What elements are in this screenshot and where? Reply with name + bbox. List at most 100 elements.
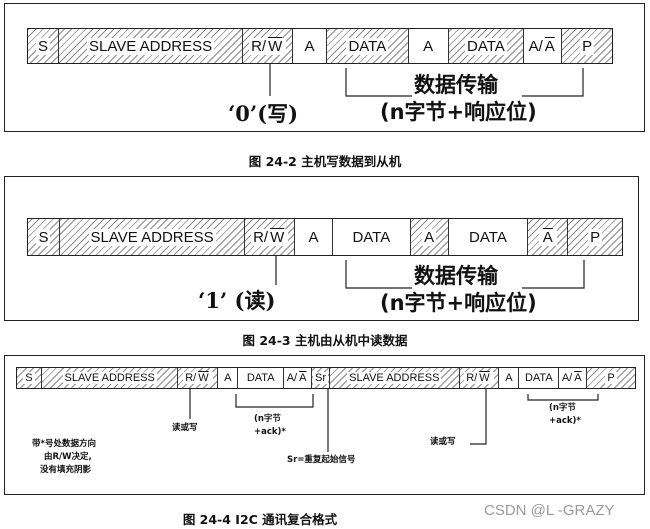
rw-zero-note: ‘0’(写) (228, 101, 299, 126)
bracket-note-left-1: (n字节 (254, 414, 281, 424)
field-label: R/W (251, 228, 289, 246)
field-p-13: P (587, 368, 635, 388)
field-s-1: S (17, 368, 42, 388)
field-slave-address-8: SLAVE ADDRESS (329, 368, 460, 388)
field-label: A/A (561, 372, 582, 384)
field-data-5: DATA (333, 219, 411, 255)
field-label: S (23, 372, 35, 384)
field-data-7: DATA (448, 29, 525, 63)
field-label: A (423, 37, 434, 55)
data-transfer-sub-2: (n字节+响应位) (380, 291, 537, 315)
data-transfer-label-1: 数据传输 (414, 73, 498, 97)
field-label: S (35, 37, 50, 55)
overline-text: W (268, 228, 287, 246)
caption-fig-24-2: 图 24-2 主机写数据到从机 (248, 154, 402, 169)
field-a-8: A (528, 219, 569, 255)
field-label: DATA (469, 228, 507, 246)
data-bracket-2-right (522, 260, 585, 289)
field-label: DATA (246, 372, 275, 384)
field-label: DATA (352, 228, 391, 246)
field-label: SLAVE ADDRESS (88, 228, 216, 246)
field-label: SLAVE ADDRESS (87, 37, 215, 55)
data-bracket-1-right (522, 68, 584, 97)
field-data-5: DATA (238, 368, 285, 388)
footnote-line-1: 带*号处数据方向 (32, 439, 96, 449)
field-slave-address-2: SLAVE ADDRESS (58, 29, 244, 63)
data-bracket-2 (345, 260, 412, 289)
field-label: P (588, 228, 603, 246)
field-data-11: DATA (519, 368, 560, 388)
field-label: A (422, 228, 437, 246)
field-a-4: A (218, 368, 239, 388)
field-label: DATA (346, 37, 389, 55)
rw-pointer-3b (470, 389, 487, 445)
overline-text: W (266, 37, 285, 55)
field-label: A (308, 228, 319, 246)
frame-strip-write: S SLAVE ADDRESS R/W A DATA A DATA A/A P (27, 28, 613, 64)
bracket-note-right-1: (n字节 (549, 403, 576, 413)
field-p-9: P (562, 29, 612, 63)
field-label: DATA (465, 37, 507, 55)
data-transfer-label-2: 数据传输 (414, 264, 498, 288)
field-a-a-8: A/A (524, 29, 563, 63)
footnote-line-3: 没有填充阴影 (40, 465, 92, 475)
field-a-6: A (410, 219, 449, 255)
overline-text: A (540, 228, 555, 246)
rw-one-note: ‘1’ (读) (198, 288, 276, 313)
overline-text: A (544, 37, 555, 55)
field-label: A (505, 372, 513, 384)
data-bracket-1 (345, 68, 412, 97)
field-label: R/W (249, 37, 287, 55)
data-transfer-sub-1: (n字节+响应位) (380, 100, 537, 124)
overline-text: W (196, 372, 211, 384)
overline-text: W (477, 372, 492, 384)
field-label: A (304, 37, 315, 55)
field-slave-address-2: SLAVE ADDRESS (59, 219, 246, 255)
frame-strip-read: S SLAVE ADDRESS R/W A DATA A DATA A P (27, 218, 623, 256)
field-label: SLAVE ADDRESS (347, 372, 442, 384)
field-r-w-9: R/W (459, 368, 500, 388)
field-label: A (224, 372, 232, 384)
field-a-a-12: A/A (559, 368, 588, 388)
figure-write-panel (4, 3, 645, 132)
data-bracket-3a (235, 394, 314, 408)
field-p-9: P (568, 219, 622, 255)
field-slave-address-2: SLAVE ADDRESS (41, 368, 179, 388)
bracket-note-left-2: +ack)* (254, 427, 286, 437)
field-data-7: DATA (449, 219, 529, 255)
caption-fig-24-3: 图 24-3 主机由从机中读数据 (242, 333, 408, 348)
overline-text: A (574, 372, 582, 384)
field-s-1: S (28, 29, 59, 63)
field-r-w-3: R/W (245, 219, 296, 255)
sr-note: Sr=重复起始信号 (287, 455, 356, 465)
field-sr-7: Sr (312, 368, 330, 388)
rw-note-left: 读或写 (172, 423, 198, 433)
caption-fig-24-4: 图 24-4 I2C 通讯复合格式 (182, 512, 338, 527)
field-label: DATA (524, 372, 553, 384)
data-bracket-3b (527, 394, 599, 401)
rw-note-right: 读或写 (430, 437, 456, 447)
bracket-note-right-2: +ack)* (549, 416, 581, 426)
field-r-w-3: R/W (243, 29, 294, 63)
field-label: Sr (313, 372, 329, 384)
field-a-4: A (293, 29, 327, 63)
field-s-1: S (28, 219, 60, 255)
field-label: A/A (528, 37, 555, 55)
field-label: P (605, 372, 617, 384)
overline-text: A (299, 372, 307, 384)
field-a-a-6: A/A (284, 368, 313, 388)
field-label: R/W (464, 372, 494, 384)
field-label: SLAVE ADDRESS (62, 372, 157, 384)
field-r-w-3: R/W (178, 368, 219, 388)
footnote-line-2: 由R/W决定, (44, 452, 92, 462)
field-a-6: A (409, 29, 449, 63)
field-a-4: A (295, 219, 333, 255)
watermark: CSDN @L -GRAZY (484, 502, 615, 519)
field-label: A/A (286, 372, 307, 384)
field-label: A (538, 228, 557, 246)
field-data-5: DATA (326, 29, 409, 63)
field-label: R/W (183, 372, 213, 384)
field-label: P (580, 37, 595, 55)
frame-strip-combined: S SLAVE ADDRESS R/W A DATA A/A Sr SLAVE ADDRESS… (16, 367, 636, 389)
